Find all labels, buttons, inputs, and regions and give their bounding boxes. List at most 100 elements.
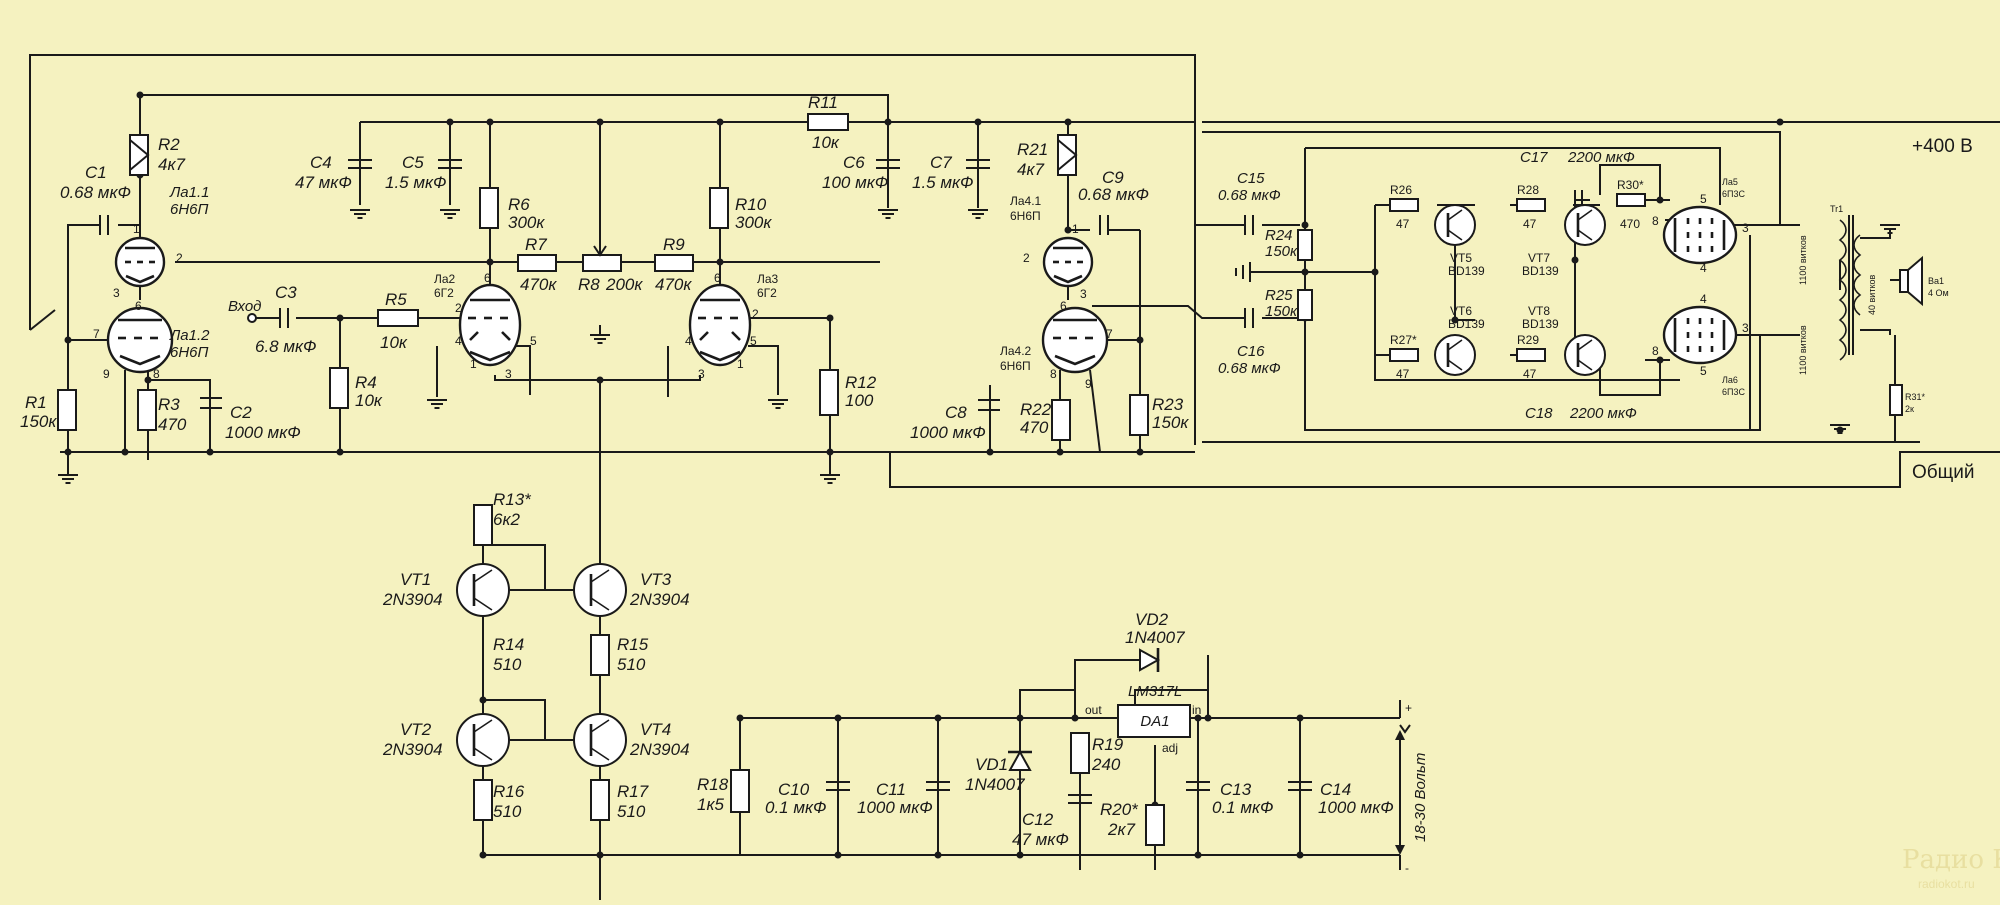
component-ref: R5 bbox=[385, 290, 407, 309]
svg-text:1: 1 bbox=[133, 222, 140, 236]
transformer-ref: Tr1 bbox=[1830, 204, 1843, 214]
component-ref: R14 bbox=[493, 635, 524, 654]
vt8-icon bbox=[1564, 334, 1606, 376]
tube-ref: Ла3 bbox=[757, 272, 779, 286]
component-value: 2к7 bbox=[1107, 820, 1135, 839]
component-ref: C13 bbox=[1220, 780, 1252, 799]
component-value: 470к bbox=[520, 275, 557, 294]
component-value: 200к bbox=[605, 275, 643, 294]
component-value: BD139 bbox=[1448, 264, 1485, 278]
svg-text:6: 6 bbox=[135, 299, 142, 313]
svg-text:4: 4 bbox=[1700, 292, 1707, 306]
rail-common-label: Общий bbox=[1912, 462, 1975, 483]
vt2-icon bbox=[456, 713, 510, 767]
regulator-pin-adj: adj bbox=[1162, 741, 1178, 755]
component-ref: R28 bbox=[1517, 183, 1539, 197]
component-ref: C7 bbox=[930, 153, 952, 172]
component-value: 4к7 bbox=[158, 155, 185, 174]
tube-la4-2-icon bbox=[1041, 306, 1109, 374]
regulator-ref: DA1 bbox=[1140, 713, 1169, 730]
component-value: 0.1 мкФ bbox=[1212, 798, 1274, 817]
component-value: 470 bbox=[1620, 217, 1640, 231]
component-value: 1.5 мкФ bbox=[912, 173, 974, 192]
regulator-da1: DA1 out in adj LM317L bbox=[1085, 683, 1201, 755]
diodes bbox=[1008, 648, 1161, 855]
component-value: 47 bbox=[1523, 367, 1537, 381]
svg-text:5: 5 bbox=[1700, 192, 1707, 206]
tube-la2-icon bbox=[458, 283, 522, 367]
tube-type: 6Н6П bbox=[170, 344, 209, 361]
regulator-type: LM317L bbox=[1128, 683, 1182, 700]
resistor-labels: R2 4к7 R1 150к R3 470 R4 10к R5 10к R6 3… bbox=[20, 93, 1926, 839]
component-value: BD139 bbox=[1522, 264, 1559, 278]
svg-text:8: 8 bbox=[1652, 344, 1659, 358]
tube-type: 6Г2 bbox=[434, 286, 454, 300]
component-value: 150к bbox=[1265, 243, 1298, 260]
component-ref: C8 bbox=[945, 403, 967, 422]
component-value: 6к2 bbox=[493, 510, 520, 529]
tube-ref: Ла2 bbox=[434, 272, 456, 286]
component-ref: C10 bbox=[778, 780, 810, 799]
svg-text:4: 4 bbox=[685, 334, 692, 348]
component-ref: R18 bbox=[697, 775, 729, 794]
component-ref: R27* bbox=[1390, 333, 1417, 347]
component-value: 1000 мкФ bbox=[1318, 798, 1394, 817]
svg-text:3: 3 bbox=[1742, 321, 1749, 335]
component-ref: R31* bbox=[1905, 392, 1926, 402]
component-ref: R4 bbox=[355, 373, 377, 392]
component-value: 47 мкФ bbox=[295, 173, 352, 192]
component-value: 1N4007 bbox=[965, 775, 1025, 794]
component-value: BD139 bbox=[1448, 317, 1485, 331]
speaker-impedance: 4 Ом bbox=[1928, 288, 1949, 298]
tube-type: 6П3С bbox=[1722, 387, 1745, 397]
component-ref: VT1 bbox=[400, 570, 431, 589]
component-value: 470к bbox=[655, 275, 692, 294]
capacitors bbox=[99, 159, 1583, 804]
component-ref: C15 bbox=[1237, 170, 1265, 187]
component-ref: C14 bbox=[1320, 780, 1351, 799]
svg-text:3: 3 bbox=[505, 367, 512, 381]
component-value: 100 bbox=[845, 391, 874, 410]
capacitor-labels: C1 0.68 мкФ C2 1000 мкФ C3 6.8 мкФ C4 47… bbox=[60, 149, 1637, 849]
component-value: 1.5 мкФ bbox=[385, 173, 447, 192]
component-ref: C18 bbox=[1525, 405, 1553, 422]
component-value: 0.68 мкФ bbox=[1218, 360, 1281, 377]
component-value: 470 bbox=[158, 415, 187, 434]
component-ref: VT4 bbox=[640, 720, 671, 739]
diode-labels: VD1 1N4007 VD2 1N4007 bbox=[965, 610, 1185, 794]
component-value: 0.68 мкФ bbox=[1218, 187, 1281, 204]
component-value: 510 bbox=[617, 655, 646, 674]
tube-labels: Ла1.1 6Н6П Ла1.2 6Н6П Ла2 6Г2 Ла3 6Г2 Ла… bbox=[169, 177, 1745, 397]
vt3-icon bbox=[573, 563, 627, 617]
component-value: 510 bbox=[493, 802, 522, 821]
transformer-primary-b: 1100 витков bbox=[1798, 325, 1808, 375]
vd2-icon bbox=[1139, 648, 1161, 672]
component-value: 0.68 мкФ bbox=[1078, 185, 1149, 204]
svg-text:6: 6 bbox=[1060, 299, 1067, 313]
resistors bbox=[57, 113, 1903, 846]
component-ref: R1 bbox=[25, 393, 47, 412]
svg-text:5: 5 bbox=[1700, 364, 1707, 378]
ground-symbols bbox=[57, 209, 1901, 484]
component-value: 47 bbox=[1523, 217, 1537, 231]
component-ref: R10 bbox=[735, 195, 767, 214]
component-value: 2N3904 bbox=[629, 740, 690, 759]
component-ref: C11 bbox=[876, 780, 906, 799]
component-ref: VD1 bbox=[975, 755, 1008, 774]
component-value: 1000 мкФ bbox=[225, 423, 301, 442]
rail-hv-label: +400 В bbox=[1912, 136, 1973, 157]
component-ref: VD2 bbox=[1135, 610, 1169, 629]
svg-text:4: 4 bbox=[1700, 261, 1707, 275]
component-ref: VT5 bbox=[1450, 251, 1472, 265]
svg-text:4: 4 bbox=[455, 334, 462, 348]
component-value: 150к bbox=[20, 412, 57, 431]
transformer-secondary: 40 витков bbox=[1867, 275, 1877, 315]
svg-text:5: 5 bbox=[750, 334, 757, 348]
tube-type: 6Н6П bbox=[1010, 209, 1041, 223]
speaker-ref: Ва1 bbox=[1928, 276, 1944, 286]
svg-text:1: 1 bbox=[1072, 222, 1079, 236]
tube-la3-icon bbox=[688, 283, 752, 367]
tube-ref: Ла4.2 bbox=[1000, 344, 1032, 358]
